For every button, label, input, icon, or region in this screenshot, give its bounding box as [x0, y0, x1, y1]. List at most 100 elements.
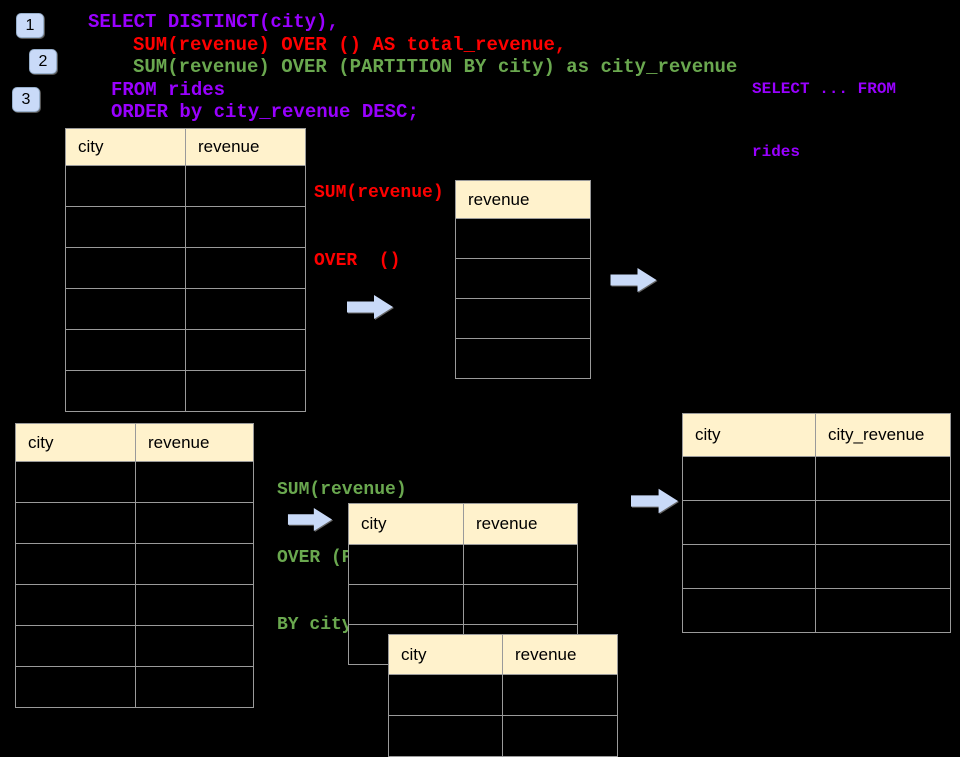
column-header-revenue: revenue — [135, 423, 254, 462]
table-cell — [15, 543, 136, 585]
annotation-line: SUM(revenue) — [314, 183, 444, 203]
table-cell — [348, 584, 464, 625]
step-badge-3: 3 — [12, 87, 40, 112]
table-cell — [502, 674, 618, 716]
arrow-right-icon — [610, 268, 657, 292]
table-row — [15, 666, 254, 708]
column-header-revenue: revenue — [463, 503, 578, 545]
table-row — [65, 247, 306, 289]
table-header-row: revenue — [455, 180, 591, 219]
table-partition-step: city revenue — [348, 503, 578, 665]
table-cell — [455, 218, 591, 259]
table-row — [348, 544, 578, 585]
table-row — [455, 218, 591, 259]
annotation-line: OVER () — [314, 250, 401, 271]
table-row — [388, 715, 618, 757]
table-cell — [815, 544, 951, 589]
table-row — [455, 338, 591, 379]
column-header-city: city — [15, 423, 136, 462]
arrow-right-icon — [287, 508, 333, 531]
table-cell — [682, 500, 816, 545]
table-row — [65, 165, 306, 207]
table-row — [15, 543, 254, 585]
column-header-city: city — [682, 413, 816, 457]
table-cell — [135, 666, 254, 708]
table-cell — [65, 165, 186, 207]
table-row — [65, 288, 306, 330]
annotation-line: SUM(revenue) — [277, 480, 407, 500]
table-row — [388, 674, 618, 716]
table-partition-overlay: city revenue — [388, 634, 618, 757]
table-cell — [463, 584, 578, 625]
table-row — [65, 329, 306, 371]
table-cell — [135, 543, 254, 585]
table-row — [682, 588, 951, 633]
table-cell — [682, 544, 816, 589]
column-header-city: city — [348, 503, 464, 545]
sql-line-select: SELECT DISTINCT(city), — [88, 11, 339, 33]
arrow-right-icon — [631, 488, 678, 514]
table-row — [682, 500, 951, 545]
table-row — [65, 370, 306, 412]
sql-line-order-by: ORDER by city_revenue DESC; — [111, 101, 419, 123]
table-cell — [455, 298, 591, 339]
table-row — [15, 502, 254, 544]
table-row — [348, 584, 578, 625]
annotation-total-revenue: SUM(revenue) OVER () — [314, 137, 444, 295]
table-cell — [65, 206, 186, 248]
table-header-row: city revenue — [388, 634, 618, 675]
side-note-select-from-rides: SELECT ... FROM rides — [752, 37, 896, 184]
table-cell — [65, 247, 186, 289]
table-header-row: city revenue — [348, 503, 578, 545]
table-cell — [388, 674, 503, 716]
side-note-line-2: rides — [752, 143, 801, 161]
table-cell — [135, 502, 254, 544]
table-cell — [185, 370, 306, 412]
table-cell — [135, 584, 254, 626]
table-cell — [135, 625, 254, 667]
table-header-row: city revenue — [65, 128, 306, 166]
table-cell — [815, 456, 951, 501]
column-header-revenue: revenue — [185, 128, 306, 166]
column-header-revenue: revenue — [455, 180, 591, 219]
table-cell — [65, 329, 186, 371]
table-row — [455, 258, 591, 299]
table-cell — [185, 165, 306, 207]
table-cell — [682, 456, 816, 501]
table-cell — [455, 338, 591, 379]
table-cell — [815, 588, 951, 633]
table-row — [65, 206, 306, 248]
table-city-revenue-result: city city_revenue — [682, 413, 951, 633]
table-row — [15, 625, 254, 667]
sql-line-total-revenue: SUM(revenue) OVER () AS total_revenue, — [133, 34, 567, 56]
side-note-line-1: SELECT ... FROM — [752, 80, 897, 98]
slide-canvas: { "steps": { "badge1": "1", "badge2": "2… — [12, 11, 951, 757]
table-cell — [502, 715, 618, 757]
table-cell — [185, 288, 306, 330]
table-cell — [455, 258, 591, 299]
column-header-city: city — [388, 634, 503, 675]
table-cell — [15, 666, 136, 708]
column-header-city: city — [65, 128, 186, 166]
table-cell — [65, 288, 186, 330]
table-cell — [65, 370, 186, 412]
sql-line-city-revenue: SUM(revenue) OVER (PARTITION BY city) as… — [133, 56, 738, 78]
table-cell — [463, 544, 578, 585]
table-revenue-output: revenue — [455, 180, 591, 379]
table-row — [682, 456, 951, 501]
step-badge-1: 1 — [16, 13, 44, 38]
table-cell — [348, 544, 464, 585]
column-header-revenue: revenue — [502, 634, 618, 675]
sql-line-from: FROM rides — [111, 79, 226, 101]
table-row — [682, 544, 951, 589]
arrow-right-icon — [347, 295, 393, 319]
table-cell — [815, 500, 951, 545]
table-cell — [135, 461, 254, 503]
table-cell — [185, 329, 306, 371]
column-header-city-revenue: city_revenue — [815, 413, 951, 457]
table-row — [15, 584, 254, 626]
table-header-row: city revenue — [15, 423, 254, 462]
table-cell — [185, 247, 306, 289]
table-cell — [15, 625, 136, 667]
table-header-row: city city_revenue — [682, 413, 951, 457]
